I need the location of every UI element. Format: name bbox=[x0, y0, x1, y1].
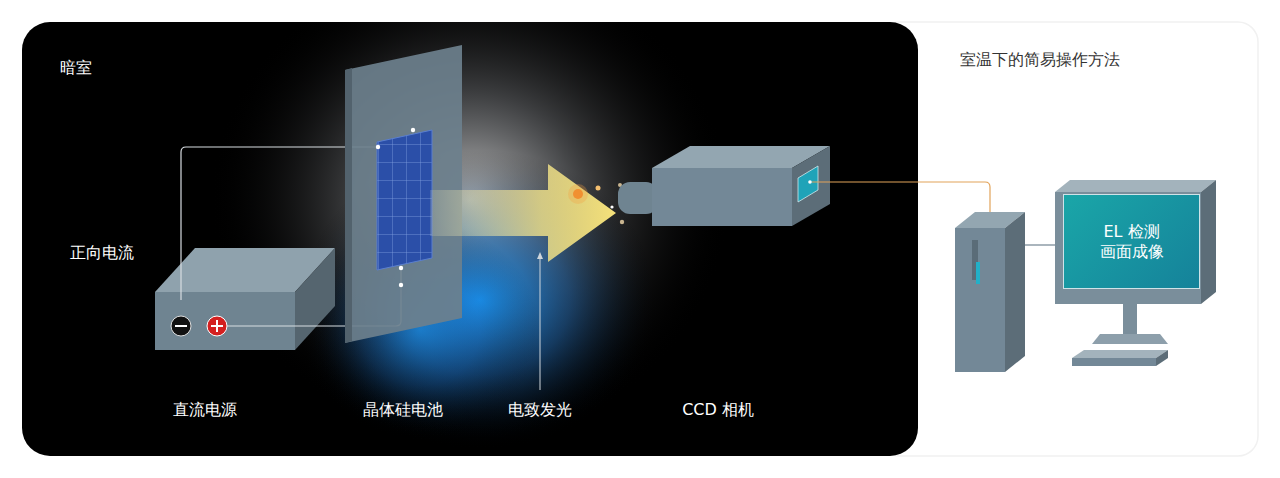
part-label: CCD 相机 bbox=[682, 400, 754, 419]
screen-text: EL 检测 画面成像 bbox=[1082, 222, 1182, 262]
monitor-screen: EL 检测 画面成像 bbox=[1063, 194, 1200, 289]
panel-heading: 暗室 bbox=[60, 58, 918, 78]
monitor bbox=[1055, 180, 1216, 366]
method-panel: 室温下的简易操作方法 EL 检测 画面成像 bbox=[918, 22, 1258, 456]
part-label: 电致发光 bbox=[508, 400, 572, 419]
ccd-camera bbox=[618, 146, 830, 226]
cable bbox=[812, 182, 990, 212]
light-arrow bbox=[430, 164, 624, 390]
dc-power-supply bbox=[155, 248, 335, 350]
dark-room: 暗室 bbox=[22, 22, 918, 456]
current-label: 正向电流 bbox=[70, 243, 134, 262]
part-label: 晶体硅电池 bbox=[363, 400, 443, 419]
panel bbox=[880, 22, 1258, 456]
part-label: 直流电源 bbox=[173, 400, 237, 419]
panel-heading: 室温下的简易操作方法 bbox=[960, 50, 1258, 70]
computer-tower bbox=[955, 212, 1025, 372]
